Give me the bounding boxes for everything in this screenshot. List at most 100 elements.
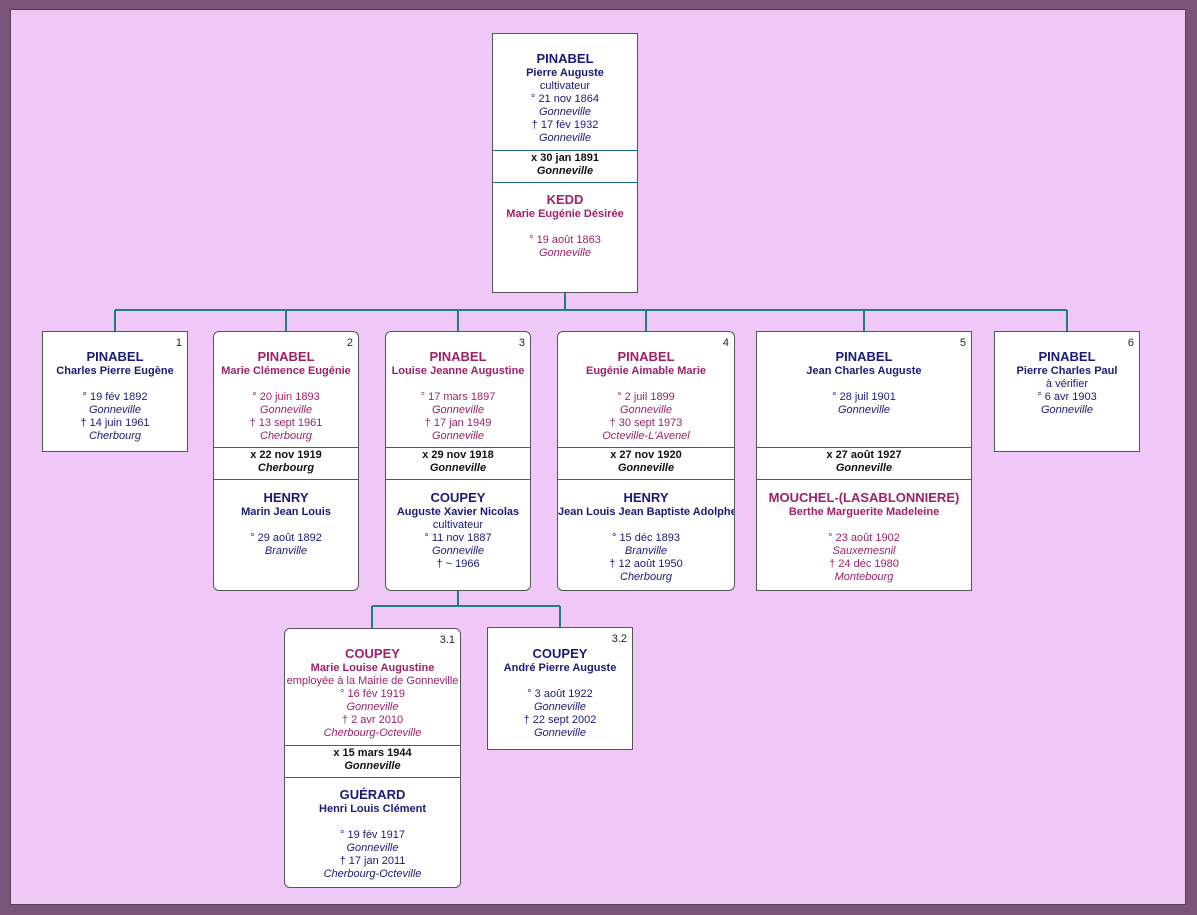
person-block[interactable]: PINABEL Eugénie Aimable Marie ° 2 juil 1… [558,349,734,443]
death-date: † 2 avr 2010 [341,714,404,726]
surname: PINABEL [429,349,487,364]
person-block[interactable]: PINABEL Charles Pierre Eugène ° 19 fév 1… [43,349,187,443]
child-box-1[interactable]: 1 PINABEL Charles Pierre Eugène ° 19 fév… [42,331,188,452]
birth-place: Gonneville [539,106,591,118]
given-names: Auguste Xavier Nicolas [396,506,520,518]
given-names: Louise Jeanne Augustine [391,365,525,377]
birth-date: ° 2 juil 1899 [617,391,675,403]
surname: KEDD [546,192,584,207]
surname: GUÉRARD [339,787,406,802]
birth-place: Sauxemesnil [832,545,896,557]
marriage-place: Gonneville [429,462,487,474]
birth-place: Gonneville [620,404,672,416]
given-names: Marin Jean Louis [241,506,331,518]
spouse-block[interactable]: HENRY Marin Jean Louis ° 29 août 1892 Br… [214,490,358,558]
death-place: Montebourg [834,571,894,583]
death-date: † 13 sept 1961 [249,417,323,429]
given-names: Pierre Charles Paul [1016,365,1118,377]
death-date: † 22 sept 2002 [523,714,597,726]
child-box-5[interactable]: 5 PINABEL Jean Charles Auguste ° 28 juil… [756,331,972,591]
given-names: Marie Louise Augustine [310,662,435,674]
occupation: cultivateur [539,80,591,92]
birth-date: ° 19 août 1863 [529,234,601,246]
person-block[interactable]: PINABEL Marie Clémence Eugénie ° 20 juin… [214,349,358,443]
birth-place: Gonneville [838,404,890,416]
death-place: Gonneville [534,727,586,739]
child-box-4[interactable]: 4 PINABEL Eugénie Aimable Marie ° 2 juil… [557,331,735,591]
death-date: † 12 août 1950 [609,558,683,570]
given-names: Jean Louis Jean Baptiste Adolphe [558,506,735,518]
marriage-date: x 15 mars 1944 [333,747,412,759]
marriage-date: x 30 jan 1891 [531,152,599,164]
marriage-info: x 30 jan 1891 Gonneville [493,150,637,183]
surname: PINABEL [86,349,144,364]
birth-date: ° 19 fév 1892 [82,391,148,403]
person-block[interactable]: PINABEL Pierre Charles Paul à vérifier °… [995,349,1139,417]
child-box-6[interactable]: 6 PINABEL Pierre Charles Paul à vérifier… [994,331,1140,452]
root-family-box[interactable]: PINABEL Pierre Auguste cultivateur ° 21 … [492,33,638,293]
marriage-place: Gonneville [617,462,675,474]
spouse-block[interactable]: MOUCHEL-(LASABLONNIERE) Berthe Marguerit… [757,490,971,584]
grandchild-box-3-2[interactable]: 3.2 COUPEY André Pierre Auguste ° 3 août… [487,627,633,750]
death-place: Octeville-L'Avenel [602,430,690,442]
death-place: Gonneville [432,430,484,442]
birth-place: Gonneville [260,404,312,416]
death-place: Cherbourg [89,430,141,442]
child-box-3[interactable]: 3 PINABEL Louise Jeanne Augustine ° 17 m… [385,331,531,591]
surname: COUPEY [532,646,588,661]
surname: COUPEY [430,490,486,505]
child-box-2[interactable]: 2 PINABEL Marie Clémence Eugénie ° 20 ju… [213,331,359,591]
birth-place: Gonneville [539,247,591,259]
birth-date: ° 28 juil 1901 [832,391,896,403]
given-names: André Pierre Auguste [503,662,617,674]
occupation: à vérifier [1045,378,1089,390]
marriage-place: Gonneville [835,462,893,474]
surname: PINABEL [536,51,594,66]
birth-date: ° 11 nov 1887 [424,532,492,544]
child-number: 3 [518,337,525,349]
marriage-info: x 29 nov 1918 Gonneville [386,447,530,480]
marriage-place: Gonneville [536,165,594,177]
person-block[interactable]: COUPEY André Pierre Auguste ° 3 août 192… [488,646,632,740]
grandchild-box-3-1[interactable]: 3.1 COUPEY Marie Louise Augustine employ… [284,628,461,888]
surname: HENRY [263,490,309,505]
person-block[interactable]: PINABEL Louise Jeanne Augustine ° 17 mar… [386,349,530,443]
birth-date: ° 29 août 1892 [250,532,322,544]
husband-block[interactable]: PINABEL Pierre Auguste cultivateur ° 21 … [493,51,637,145]
marriage-date: x 29 nov 1918 [422,449,494,461]
surname: COUPEY [345,646,400,661]
person-block[interactable]: PINABEL Jean Charles Auguste ° 28 juil 1… [757,349,971,417]
marriage-place: Gonneville [344,760,401,772]
wife-block[interactable]: KEDD Marie Eugénie Désirée ° 19 août 186… [493,192,637,260]
birth-date: ° 23 août 1902 [828,532,900,544]
birth-place: Branville [264,545,308,557]
birth-date: ° 16 fév 1919 [340,688,405,700]
spouse-block[interactable]: GUÉRARD Henri Louis Clément ° 19 fév 191… [285,787,460,881]
marriage-date: x 27 août 1927 [826,449,902,461]
occupation: employée à la Mairie de Gonneville [286,675,459,687]
given-names: Berthe Marguerite Madeleine [788,506,940,518]
death-place: Cherbourg-Octeville [323,868,422,880]
birth-place: Branville [624,545,668,557]
spouse-block[interactable]: HENRY Jean Louis Jean Baptiste Adolphe °… [558,490,734,584]
given-names: Jean Charles Auguste [806,365,922,377]
child-number: 2 [346,337,353,349]
death-date: † 24 déc 1980 [829,558,899,570]
child-number: 1 [175,337,182,349]
marriage-date: x 22 nov 1919 [250,449,322,461]
birth-date: ° 19 fév 1917 [340,829,405,841]
birth-place: Gonneville [432,404,484,416]
birth-date: ° 3 août 1922 [527,688,593,700]
given-names: Marie Eugénie Désirée [506,208,624,220]
birth-place: Gonneville [534,701,586,713]
child-number: 3.2 [611,633,627,645]
death-date: † 17 jan 2011 [339,855,406,867]
marriage-info: x 15 mars 1944 Gonneville [285,745,460,778]
spouse-block[interactable]: COUPEY Auguste Xavier Nicolas cultivateu… [386,490,530,571]
birth-place: Gonneville [1041,404,1093,416]
given-names: Charles Pierre Eugène [56,365,174,377]
person-block[interactable]: COUPEY Marie Louise Augustine employée à… [285,646,460,740]
marriage-info: x 27 nov 1920 Gonneville [558,447,734,480]
given-names: Marie Clémence Eugénie [221,365,351,377]
death-place: Cherbourg [260,430,312,442]
